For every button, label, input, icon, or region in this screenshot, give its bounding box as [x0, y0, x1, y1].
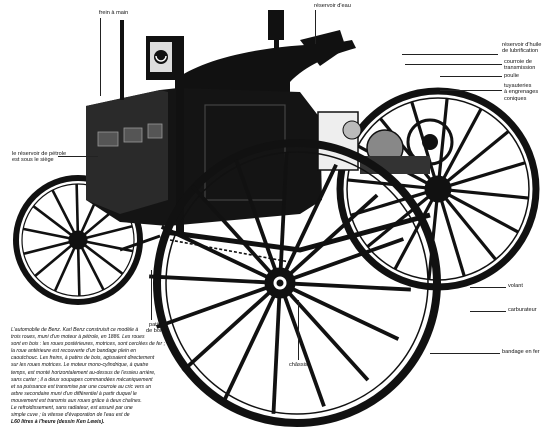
wheel-spoke: [23, 240, 71, 256]
label-patin-bois: patin de bois: [146, 322, 164, 335]
wheel-spoke: [393, 198, 434, 270]
label-reservoir-huile-line2: de lubrification: [502, 48, 539, 55]
caption-line: simple cuve ; la vitesse d'évaporation d…: [11, 412, 130, 419]
engine: [300, 30, 454, 174]
wheel-spoke: [271, 296, 282, 414]
leader-bandage: [430, 353, 500, 354]
wheel-spoke: [222, 294, 276, 403]
leader-volant: [470, 287, 506, 288]
label-reservoir-eau: réservoir d'eau: [314, 3, 351, 9]
caption-line: Le refroidissement, sans radiateur, est …: [11, 405, 133, 412]
wheel-spoke: [442, 108, 483, 180]
label-reservoir-huile-line1: réservoir d'huile: [502, 42, 542, 48]
wheel-spoke: [282, 295, 326, 408]
caption-line: mouvement est transmis aux roues grâce à…: [11, 397, 142, 404]
wheel-spoke: [22, 227, 71, 240]
wheel-spoke: [76, 247, 81, 297]
wheel-spoke: [293, 281, 411, 292]
wheel-spoke: [437, 98, 449, 178]
wheel-spoke: [34, 244, 73, 277]
wheel-spoke: [234, 158, 278, 271]
label-poulie: poulie: [504, 73, 519, 79]
label-reservoir-huile: réservoir d'huile de lubrification: [502, 42, 541, 55]
caption-line: sur les roues motrices. Le moteur mono-c…: [11, 362, 149, 369]
wheel-spoke: [83, 243, 124, 275]
leader-courroie: [405, 64, 502, 65]
label-courroie-line2: transmission: [504, 65, 536, 72]
wheel-spoke: [447, 193, 519, 234]
label-tuyauteries-line1: tuyauteries: [504, 83, 532, 89]
front-wheel: [13, 175, 143, 305]
leader-frein: [100, 18, 101, 96]
label-tuyauteries-line3: coniques: [504, 95, 527, 102]
wheel-spoke: [85, 224, 133, 240]
caption-line: temps, est monté horizontalement au-dess…: [11, 369, 156, 376]
label-tuyauteries-line2: à engrenages: [504, 89, 539, 96]
leader-huile: [402, 54, 498, 55]
wheel-spoke: [284, 163, 338, 272]
caption-line: arbre secondaire muni d'un différentiel …: [11, 390, 137, 397]
label-reservoir-petrole-line1: le réservoir de pétrole: [12, 151, 67, 157]
rear-left-wheel: [149, 139, 441, 427]
wheel-spoke: [75, 183, 80, 233]
wheel-spoke: [51, 189, 76, 234]
wheel-spoke: [289, 193, 379, 276]
wheel-spoke: [291, 287, 400, 341]
caption-line: caoutchouc. Les freins, à patins de bois…: [11, 355, 155, 362]
caption-line: L60 litres à l'heure (dessin Ken Lewis).: [11, 419, 105, 426]
wheel-spoke: [292, 237, 405, 281]
wheel-spoke: [160, 225, 269, 279]
wheel-spoke: [190, 184, 273, 274]
wheel-spoke: [181, 290, 271, 373]
label-bandage: bandage en fer: [502, 349, 540, 355]
leader-tuyauteries: [440, 90, 502, 91]
leader-patin: [151, 270, 152, 320]
wheel-spoke: [53, 246, 76, 292]
wheel-spoke: [347, 178, 427, 190]
wheel-spoke: [449, 188, 529, 200]
label-courroie-line1: courroie de: [504, 59, 532, 65]
caption-line: sont en bois : les roues postérieures, m…: [11, 341, 166, 348]
leader-reservoir-eau: [315, 10, 316, 44]
label-chassis: châssis: [289, 362, 308, 368]
label-volant: volant: [508, 283, 523, 289]
wheel-spoke: [155, 285, 268, 329]
caption-line: la roue antérieure est recouverte d'un b…: [11, 348, 137, 355]
wheel-spoke: [439, 200, 466, 277]
leader-reservoir-petrole: [58, 156, 98, 157]
wheel-spoke: [449, 161, 526, 188]
label-courroie: courroie de transmission: [504, 59, 535, 72]
label-tuyauteries: tuyauteries à engrenages coniques: [504, 83, 538, 102]
leader-carburateur: [470, 311, 506, 312]
wheel-spoke: [350, 190, 427, 217]
leader-poulie: [440, 76, 502, 77]
wheel-spoke: [278, 152, 289, 270]
caption-line: et sa puissance est transmise par une co…: [11, 383, 152, 390]
leader-chassis: [298, 300, 299, 360]
label-carburateur: carburateur: [508, 307, 537, 313]
caption-line: sans carter ; il a deux soupapes command…: [11, 376, 153, 383]
label-patin-bois-line2: de bois: [146, 328, 165, 335]
label-patin-bois-line1: patin: [148, 322, 162, 328]
caption: L'automobile de Benz. Karl Benz construi…: [11, 327, 189, 426]
caption-line: trois roues, muni d'un moteur à pétrole,…: [11, 334, 145, 341]
label-reservoir-petrole-line2: est sous le siège: [12, 157, 54, 164]
wheel-spoke: [446, 130, 510, 183]
label-frein-a-main: frein à main: [99, 10, 129, 16]
wheel-spoke: [32, 205, 73, 237]
wheel-spoke: [444, 197, 497, 261]
wheel-spoke: [287, 292, 370, 382]
caption-line: L'automobile de Benz. Karl Benz construi…: [11, 327, 139, 333]
wheel-spoke: [149, 274, 267, 285]
wheel-spoke: [80, 246, 105, 291]
label-reservoir-petrole: le réservoir de pétrole est sous le sièg…: [12, 151, 66, 164]
car-body: [86, 10, 356, 236]
